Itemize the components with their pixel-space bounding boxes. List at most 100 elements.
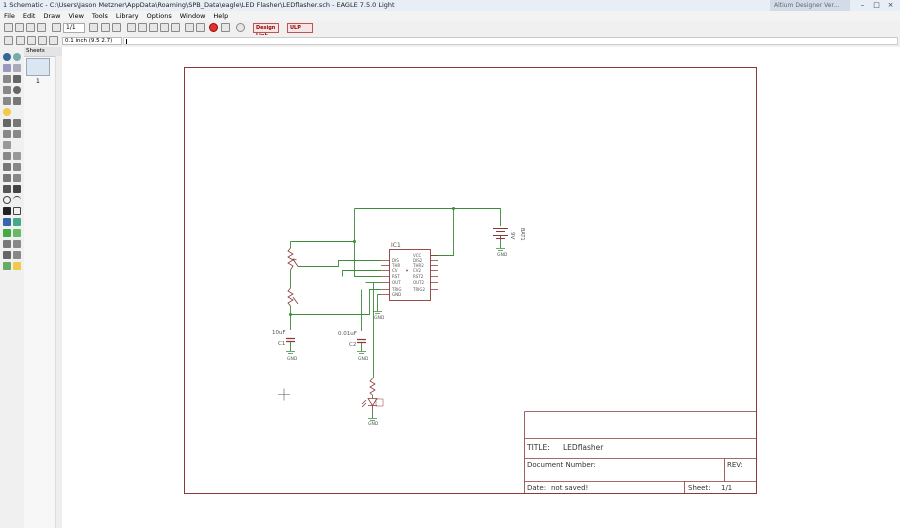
print-icon[interactable]	[26, 23, 35, 32]
menu-edit[interactable]: Edit	[22, 12, 36, 20]
text-icon[interactable]	[13, 185, 21, 193]
menu-draw[interactable]: Draw	[43, 12, 61, 20]
gnd-label-led: GND	[368, 421, 379, 427]
script-icon[interactable]	[89, 23, 98, 32]
gnd-label-ic: GND	[374, 315, 385, 321]
menu-library[interactable]: Library	[115, 12, 139, 20]
attribute-icon[interactable]	[3, 240, 11, 248]
sheet-value: 1/1	[721, 484, 732, 492]
save-icon[interactable]	[15, 23, 24, 32]
date-value: not saved!	[551, 484, 588, 492]
background-window-tab[interactable]: Altium Designer Ver...	[770, 0, 850, 11]
menu-file[interactable]: File	[4, 12, 15, 20]
cam-icon[interactable]	[37, 23, 46, 32]
change-icon[interactable]	[13, 97, 21, 105]
paste-icon[interactable]	[3, 108, 11, 116]
replace-icon[interactable]	[13, 130, 21, 138]
stop-icon[interactable]	[209, 23, 218, 32]
schematic-drawing: TITLE: LEDflasher Document Number: REV: …	[184, 67, 757, 494]
maximize-icon[interactable]: □	[873, 1, 880, 9]
zoom-select-icon[interactable]	[171, 23, 180, 32]
group-icon[interactable]	[3, 97, 11, 105]
menu-help[interactable]: Help	[213, 12, 229, 20]
sheet-thumbnail[interactable]	[26, 58, 50, 76]
mark-icon[interactable]	[13, 64, 21, 72]
polygon-icon[interactable]	[13, 207, 21, 215]
close-icon[interactable]: ×	[887, 1, 894, 9]
delete-icon[interactable]	[3, 119, 11, 127]
frame-icon[interactable]	[3, 251, 11, 259]
date-label: Date:	[527, 484, 546, 492]
circle-icon[interactable]	[3, 196, 11, 204]
layer-icon[interactable]	[16, 36, 25, 45]
potentiometer-r1[interactable]	[287, 247, 299, 271]
add-icon[interactable]	[13, 119, 21, 127]
layer4-icon[interactable]	[49, 36, 58, 45]
value-icon[interactable]	[13, 152, 21, 160]
rect-icon[interactable]	[3, 207, 11, 215]
battery-bat1[interactable]: 9V BAT1	[493, 228, 525, 241]
resistor-r3[interactable]	[369, 377, 376, 396]
arc-icon[interactable]	[13, 196, 21, 204]
zoom-fit-icon[interactable]	[127, 23, 136, 32]
display-icon[interactable]	[3, 64, 11, 72]
net-icon[interactable]	[13, 218, 21, 226]
ic1-name: IC1	[391, 242, 401, 249]
rotate-icon[interactable]	[13, 86, 21, 94]
window-title: 1 Schematic - C:\Users\Jason Metzner\App…	[3, 1, 395, 9]
erc-icon[interactable]	[3, 262, 11, 270]
name-icon[interactable]	[3, 152, 11, 160]
info-icon[interactable]	[3, 53, 11, 61]
modules-icon[interactable]	[13, 251, 21, 259]
zoom-redraw-icon[interactable]	[160, 23, 169, 32]
smash-icon[interactable]	[3, 163, 11, 171]
sheets-scrollbar[interactable]	[55, 56, 62, 528]
run-icon[interactable]	[101, 23, 110, 32]
junction-icon[interactable]	[3, 229, 11, 237]
move-icon[interactable]	[3, 75, 11, 83]
undo-icon[interactable]	[185, 23, 194, 32]
bus-icon[interactable]	[3, 218, 11, 226]
grid-icon[interactable]	[4, 36, 13, 45]
help-icon[interactable]	[236, 23, 245, 32]
capacitor-c1[interactable]: 10uF C1	[272, 330, 295, 347]
layer2-icon[interactable]	[27, 36, 36, 45]
go-icon[interactable]	[221, 23, 230, 32]
sheet-select[interactable]: 1/1	[63, 23, 85, 33]
dimension-icon[interactable]	[13, 240, 21, 248]
sheet-number: 1	[36, 78, 40, 85]
battery-name: BAT1	[519, 228, 525, 241]
menu-window[interactable]: Window	[179, 12, 206, 20]
wire-icon[interactable]	[3, 185, 11, 193]
invoke-icon[interactable]	[13, 174, 21, 182]
split-icon[interactable]	[3, 174, 11, 182]
potentiometer-r2[interactable]	[287, 287, 299, 307]
capacitor-c2[interactable]: 0.01uF C2	[338, 331, 366, 348]
ulp-button[interactable]: ULP	[287, 23, 313, 33]
ic1-555-timer[interactable]: IC1 DIS THR CV RST OUT TRIG GND VCC DIS2…	[381, 242, 438, 301]
menu-view[interactable]: View	[68, 12, 84, 20]
ic1-pin-dis: DIS	[392, 258, 399, 263]
schematic-canvas[interactable]: TITLE: LEDflasher Document Number: REV: …	[62, 47, 900, 528]
miter-icon[interactable]	[13, 163, 21, 171]
led1[interactable]	[361, 398, 384, 413]
menu-tools[interactable]: Tools	[91, 12, 108, 20]
pinswap-icon[interactable]	[3, 130, 11, 138]
open-icon[interactable]	[4, 23, 13, 32]
sheet-icon[interactable]	[52, 23, 61, 32]
design-link-button[interactable]: Design Link	[253, 23, 279, 39]
menu-options[interactable]: Options	[146, 12, 172, 20]
board-icon[interactable]	[112, 23, 121, 32]
label-icon[interactable]	[13, 229, 21, 237]
zoom-out-icon[interactable]	[149, 23, 158, 32]
errors-icon[interactable]	[13, 262, 21, 270]
redo-icon[interactable]	[196, 23, 205, 32]
gateswap-icon[interactable]	[3, 141, 11, 149]
layer3-icon[interactable]	[38, 36, 47, 45]
copy-icon[interactable]	[13, 75, 21, 83]
minimize-icon[interactable]: –	[860, 1, 865, 9]
show-icon[interactable]	[13, 53, 21, 61]
zoom-in-icon[interactable]	[138, 23, 147, 32]
command-line-input[interactable]	[123, 37, 898, 45]
mirror-icon[interactable]	[3, 86, 11, 94]
